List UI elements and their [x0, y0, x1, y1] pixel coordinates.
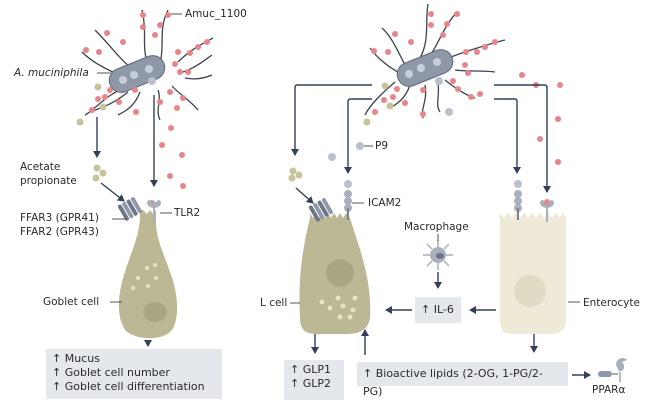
goblet-cell-label: Goblet cell — [43, 296, 100, 308]
p9-dot-left — [148, 77, 156, 85]
macrophage-label: Macrophage — [404, 221, 469, 233]
glp-outcomes-box: ↑ GLP1 ↑ GLP2 — [284, 360, 344, 400]
amuc-proteins-right — [371, 11, 563, 165]
propionate-label: propionate — [20, 175, 77, 187]
acetate-label: Acetate — [20, 161, 61, 173]
ffar-receptor-left — [117, 197, 142, 221]
p9-label: P9 — [375, 140, 389, 152]
tlr2-receptor-left — [147, 200, 161, 222]
outcome-mucus: ↑ Mucus — [52, 352, 100, 365]
amuc-1100-label: Amuc_1100 — [185, 8, 247, 20]
icam2-label: ICAM2 — [368, 197, 402, 209]
ffar-receptor-right — [308, 198, 333, 222]
tlr2-label: TLR2 — [174, 207, 201, 219]
scfa-dots-right — [288, 82, 394, 182]
scfa-dots-left — [76, 83, 107, 182]
ffar3-label: FFAR3 (GPR41) — [20, 212, 99, 224]
goblet-cell — [118, 210, 178, 339]
arrows-left — [93, 95, 158, 347]
enterocyte-label: Enterocyte — [583, 297, 640, 309]
macrophage — [423, 240, 453, 270]
p9-dots-right — [328, 77, 522, 188]
ppar-alpha — [598, 357, 627, 382]
enterocyte — [500, 213, 566, 334]
l-cell-label: L cell — [260, 297, 288, 309]
goblet-outcomes-box: ↑ Mucus ↑ Goblet cell number ↑ Goblet ce… — [46, 349, 222, 399]
outcome-glp2: ↑ GLP2 — [290, 377, 331, 390]
outcome-goblet-number: ↑ Goblet cell number — [52, 366, 170, 379]
l-cell — [299, 213, 371, 334]
icam2-receptor-l-cell — [344, 190, 352, 220]
bioactive-lipids-box: ↑ Bioactive lipids (2-OG, 1-PG/2-PG) — [357, 362, 568, 398]
bacterium-right — [364, 3, 506, 119]
ffar2-label: FFAR2 (GPR43) — [20, 226, 99, 238]
ppar-alpha-label: PPARα — [592, 384, 626, 396]
bacterium-left — [81, 9, 214, 121]
a-muciniphila-label: A. muciniphila — [14, 67, 89, 79]
outcome-glp1: ↑ GLP1 — [290, 363, 331, 376]
icam2-receptor-enterocyte — [514, 190, 522, 220]
tlr2-receptor-enterocyte — [540, 199, 554, 222]
il6-box: ↑ IL-6 — [415, 297, 461, 323]
amuc-proteins-left — [83, 12, 210, 206]
outcome-goblet-differentiation: ↑ Goblet cell differentiation — [52, 380, 205, 393]
